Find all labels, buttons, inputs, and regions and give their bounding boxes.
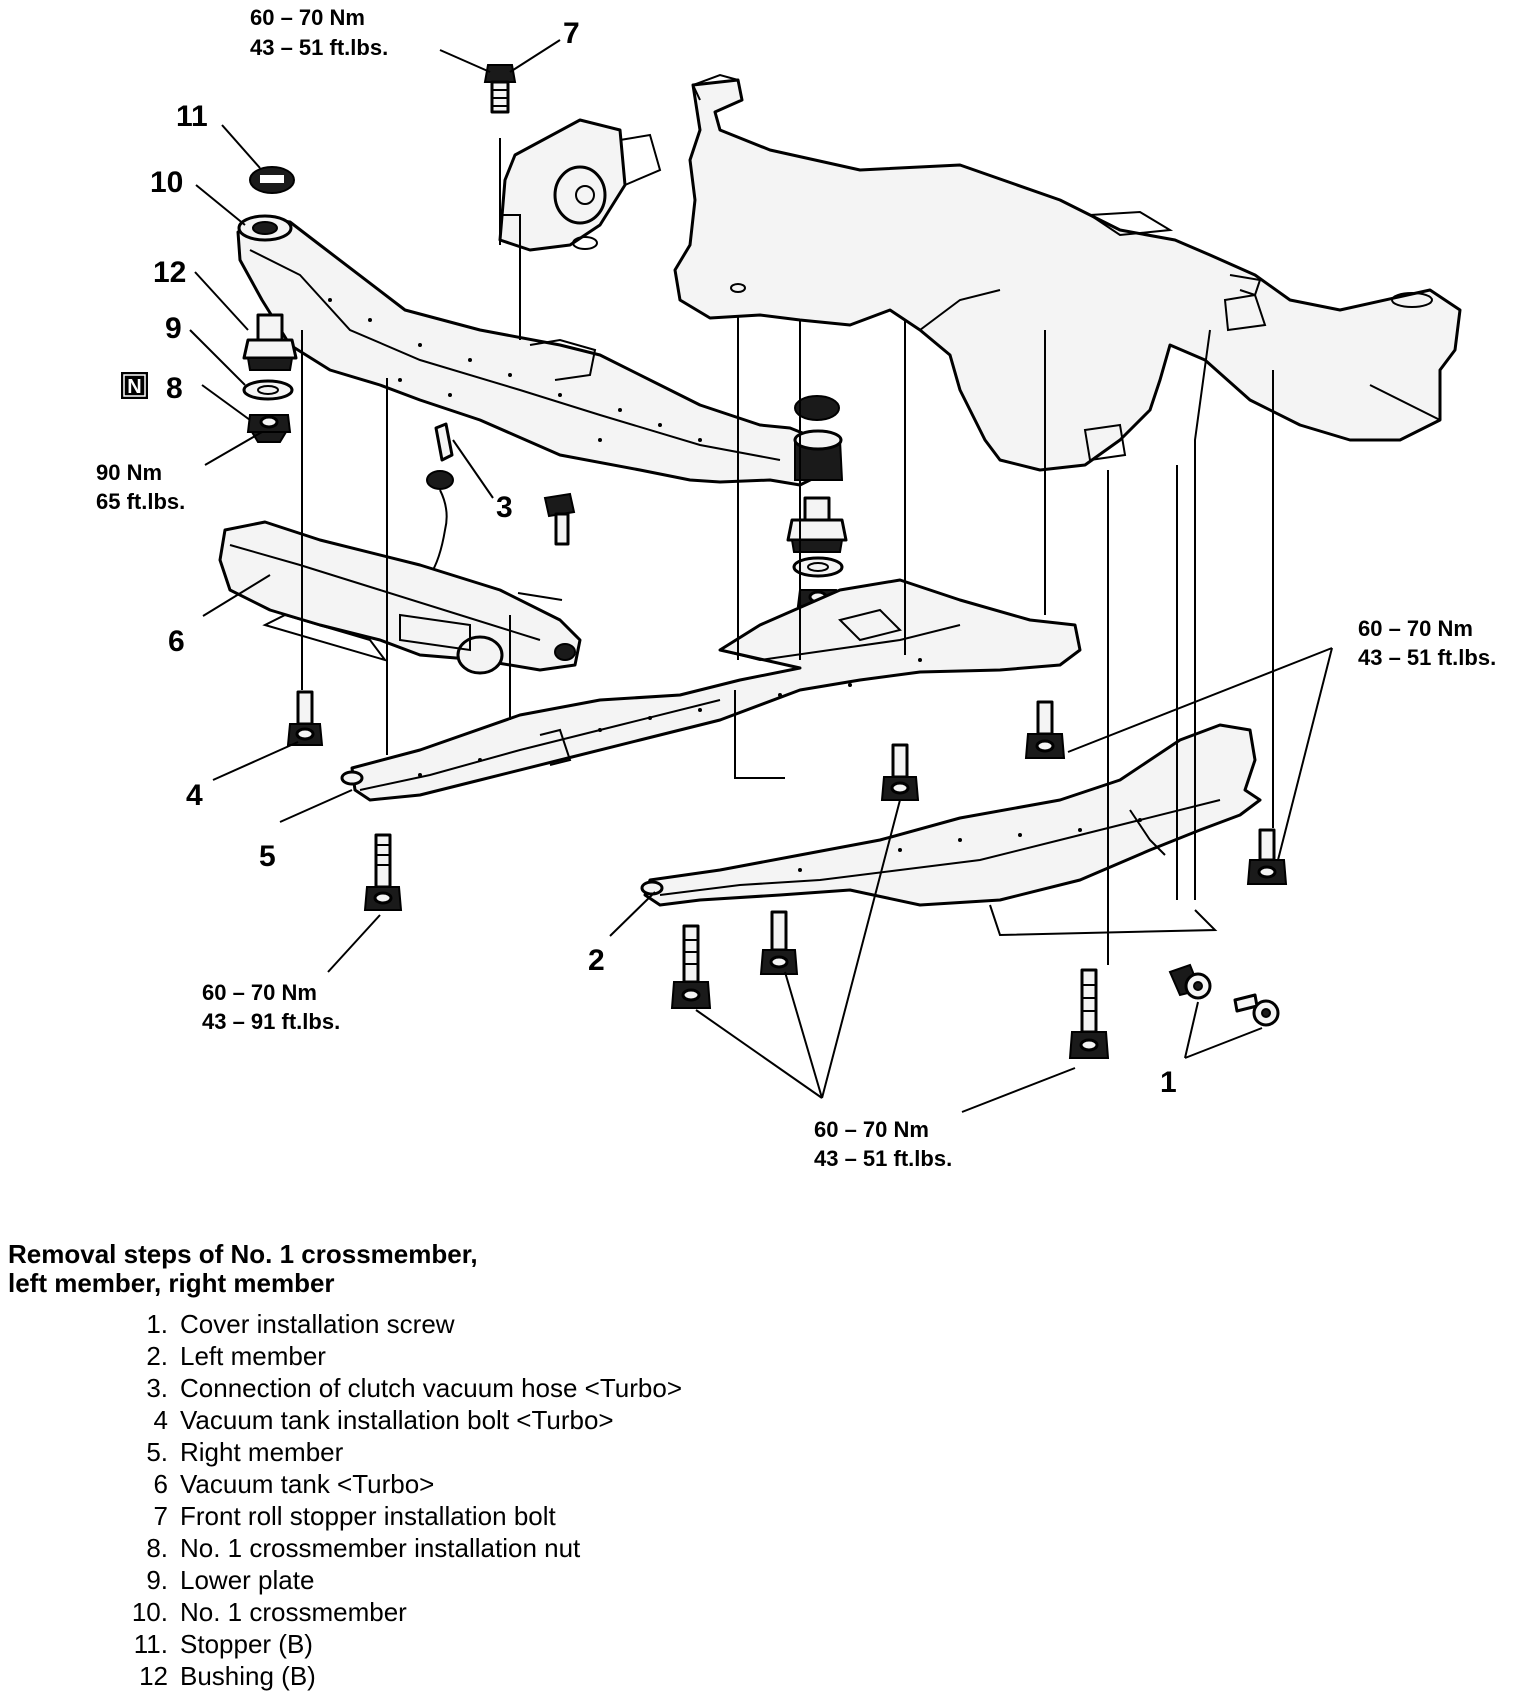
step-text: Vacuum tank <Turbo> bbox=[180, 1469, 435, 1499]
callout-11: 11 bbox=[176, 100, 208, 133]
step-number: 1. bbox=[146, 1309, 168, 1339]
bolt-bottom-1 bbox=[670, 924, 712, 1009]
badge-letter: N bbox=[127, 376, 141, 398]
stopper-b bbox=[249, 166, 295, 194]
step-text: Front roll stopper installation bolt bbox=[180, 1501, 556, 1531]
steps-title-line-2: left member, right member bbox=[8, 1268, 335, 1298]
leader-lines bbox=[189, 39, 1333, 1113]
bolt-bottom-3 bbox=[1068, 968, 1110, 1059]
step-number: 7 bbox=[153, 1501, 168, 1531]
steps-list: 1. Cover installation screw 2. Left member… bbox=[8, 1308, 908, 1692]
torque-left-nm: 60 – 70 Nm bbox=[202, 980, 317, 1005]
step-number: 10. bbox=[131, 1597, 168, 1627]
step-item: 12 Bushing (B) bbox=[8, 1660, 908, 1692]
step-number: 5. bbox=[146, 1437, 168, 1467]
right-member bbox=[340, 578, 1082, 802]
step-number: 2. bbox=[146, 1341, 168, 1371]
step-item: 10. No. 1 crossmember bbox=[8, 1596, 908, 1628]
mount-stack bbox=[786, 395, 848, 607]
step-text: Lower plate bbox=[180, 1565, 315, 1595]
bolt-center-1 bbox=[880, 743, 920, 801]
crossmember-nut bbox=[246, 414, 292, 443]
step-number: 8. bbox=[146, 1533, 168, 1563]
small-bolt-3 bbox=[543, 492, 576, 546]
bolt-right bbox=[1246, 828, 1288, 885]
step-item: 11. Stopper (B) bbox=[8, 1628, 908, 1660]
step-text: Left member bbox=[180, 1341, 326, 1371]
step-item: 3. Connection of clutch vacuum hose <Turb… bbox=[8, 1372, 908, 1404]
step-item: 4 Vacuum tank installation bolt <Turbo> bbox=[8, 1404, 908, 1436]
step-number: 11. bbox=[133, 1629, 168, 1659]
step-text: Vacuum tank installation bolt <Turbo> bbox=[180, 1405, 614, 1435]
step-text: Connection of clutch vacuum hose <Turbo> bbox=[180, 1373, 682, 1403]
step-item: 8. No. 1 crossmember installation nut bbox=[8, 1532, 908, 1564]
step-text: Bushing (B) bbox=[180, 1661, 316, 1691]
callout-2: 2 bbox=[588, 944, 605, 977]
assembly-lines bbox=[301, 138, 1274, 965]
callout-3: 3 bbox=[496, 491, 513, 524]
torque-right-nm: 60 – 70 Nm bbox=[1358, 616, 1473, 641]
callout-10: 10 bbox=[150, 166, 183, 199]
vacuum-tank bbox=[218, 520, 582, 675]
step-item: 7 Front roll stopper installation bolt bbox=[8, 1500, 908, 1532]
bolt-bottom-2 bbox=[759, 910, 799, 975]
bolt-left-long bbox=[363, 833, 403, 911]
bolt-7 bbox=[483, 64, 517, 114]
bolt-4 bbox=[286, 690, 324, 746]
step-item: 2. Left member bbox=[8, 1340, 908, 1372]
roll-stopper-bracket bbox=[498, 118, 662, 252]
callout-9: 9 bbox=[165, 312, 182, 345]
step-item: 6 Vacuum tank <Turbo> bbox=[8, 1468, 908, 1500]
step-number: 6 bbox=[153, 1469, 168, 1499]
callout-7: 7 bbox=[563, 17, 580, 50]
step-number: 3. bbox=[146, 1373, 168, 1403]
torque-nut-nm: 90 Nm bbox=[96, 460, 162, 485]
step-number: 12 bbox=[139, 1661, 168, 1691]
torque-top-nm: 60 – 70 Nm bbox=[250, 5, 365, 30]
cover-screw-2 bbox=[1233, 993, 1280, 1027]
new-part-badge: N bbox=[121, 372, 148, 399]
crossmember-no1 bbox=[236, 214, 832, 487]
torque-right-ft: 43 – 51 ft.lbs. bbox=[1358, 645, 1496, 670]
callout-5: 5 bbox=[259, 840, 276, 873]
steps-title-line-1: Removal steps of No. 1 crossmember, bbox=[8, 1239, 478, 1269]
left-member bbox=[640, 723, 1262, 937]
step-number: 9. bbox=[146, 1565, 168, 1595]
step-text: Cover installation screw bbox=[180, 1309, 455, 1339]
torque-bottom-ft: 43 – 51 ft.lbs. bbox=[814, 1146, 952, 1171]
torque-nut-ft: 65 ft.lbs. bbox=[96, 489, 185, 514]
callout-1: 1 bbox=[1160, 1066, 1177, 1099]
torque-left-ft: 43 – 91 ft.lbs. bbox=[202, 1009, 340, 1034]
step-number: 4 bbox=[153, 1405, 168, 1435]
bushing-b bbox=[242, 313, 298, 371]
step-item: 5. Right member bbox=[8, 1436, 908, 1468]
step-item: 1. Cover installation screw bbox=[8, 1308, 908, 1340]
step-text: Stopper (B) bbox=[180, 1629, 313, 1659]
removal-steps: Removal steps of No. 1 crossmember, left… bbox=[8, 1240, 908, 1692]
step-item: 9. Lower plate bbox=[8, 1564, 908, 1596]
bolt-center-2 bbox=[1024, 700, 1066, 759]
cover-screw-1 bbox=[1168, 963, 1212, 1000]
floor-panel bbox=[673, 73, 1462, 472]
vacuum-hose-connector bbox=[426, 422, 454, 576]
step-text: No. 1 crossmember installation nut bbox=[180, 1533, 581, 1563]
callout-12: 12 bbox=[153, 256, 186, 289]
callout-6: 6 bbox=[168, 625, 185, 658]
steps-title: Removal steps of No. 1 crossmember, left… bbox=[8, 1240, 908, 1298]
torque-bottom-nm: 60 – 70 Nm bbox=[814, 1117, 929, 1142]
lower-plate bbox=[242, 379, 294, 401]
step-text: No. 1 crossmember bbox=[180, 1597, 407, 1627]
callout-4: 4 bbox=[186, 779, 203, 812]
callout-8: 8 bbox=[166, 372, 183, 405]
step-text: Right member bbox=[180, 1437, 344, 1467]
torque-top-ft: 43 – 51 ft.lbs. bbox=[250, 35, 388, 60]
